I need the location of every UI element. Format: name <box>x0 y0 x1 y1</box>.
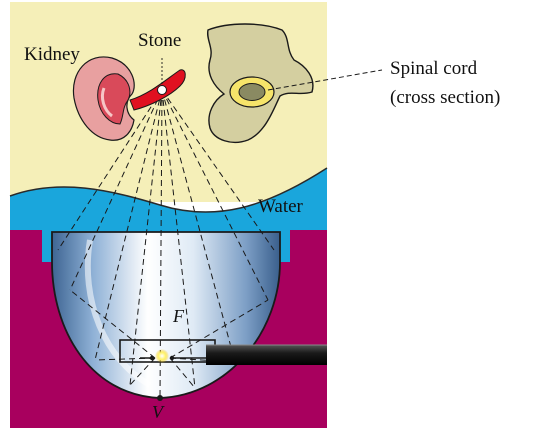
spinal-cord-label: Spinal cord <box>390 58 478 79</box>
spark-focus-icon <box>155 349 169 363</box>
stone-icon <box>158 86 167 95</box>
spinal-cord-sublabel: (cross section) <box>390 87 500 108</box>
vertex-point-icon <box>157 395 163 401</box>
kidney-label: Kidney <box>24 44 80 65</box>
focus-label: F <box>172 306 185 326</box>
stone-label: Stone <box>138 30 181 51</box>
water-label: Water <box>258 196 304 217</box>
